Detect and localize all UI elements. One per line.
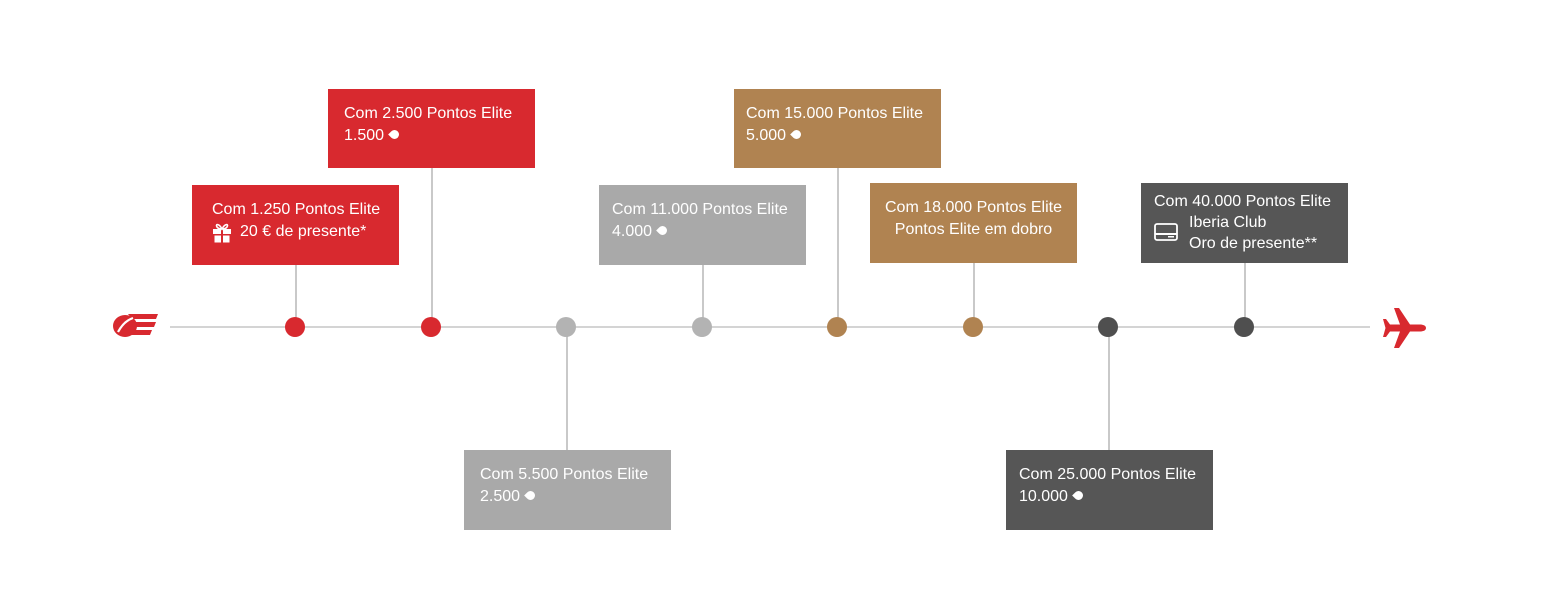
milestone-reward: 4.000 [612,223,653,240]
milestone-title: Com 1.250 Pontos Elite [212,201,381,218]
gift-icon [213,223,231,243]
connector-11000 [702,264,704,327]
milestone-dot-11000 [692,317,712,337]
milestone-dot-2500 [421,317,441,337]
milestone-dot-15000 [827,317,847,337]
timeline-axis [170,326,1370,328]
milestone-title: Com 5.500 Pontos Elite [480,466,649,483]
connector-25000 [1108,327,1110,451]
connector-2500 [431,167,433,327]
airplane-icon [1383,308,1426,348]
milestone-box-18000: Com 18.000 Pontos Elite Pontos Elite em … [870,183,1077,263]
connector-18000 [973,262,975,327]
milestone-reward: 10.000 [1019,488,1068,505]
avios-icon [656,224,669,237]
connector-5500 [566,327,568,451]
milestone-dot-5500 [556,317,576,337]
avios-icon [388,128,401,141]
milestone-box-25000: Com 25.000 Pontos Elite 10.000 [1006,450,1213,530]
milestone-title: Com 2.500 Pontos Elite [344,105,513,122]
milestone-box-11000: Com 11.000 Pontos Elite 4.000 [599,185,806,265]
milestone-dot-40000 [1234,317,1254,337]
milestone-reward: 5.000 [746,127,787,144]
milestone-dot-18000 [963,317,983,337]
connector-15000 [837,167,839,327]
milestone-title: Com 15.000 Pontos Elite [746,105,923,122]
milestone-dot-1250 [285,317,305,337]
milestone-reward: 1.500 [344,127,385,144]
milestone-box-15000: Com 15.000 Pontos Elite 5.000 [734,89,941,168]
milestone-dot-25000 [1098,317,1118,337]
avios-icon [790,128,803,141]
milestone-reward: 2.500 [480,488,521,505]
milestone-title: Com 40.000 Pontos Elite [1154,193,1331,210]
iberia-logo-icon [113,314,158,337]
milestone-box-1250: Com 1.250 Pontos Elite 20 € de presente* [192,185,399,265]
milestone-title: Com 18.000 Pontos Elite [885,199,1062,216]
milestone-reward: Pontos Elite em dobro [894,221,1053,238]
milestone-title: Com 25.000 Pontos Elite [1019,466,1196,483]
milestone-box-40000: Com 40.000 Pontos Elite Iberia Club Oro … [1141,183,1348,263]
milestone-reward-line2: Oro de presente** [1189,235,1318,252]
card-icon [1154,223,1178,241]
milestone-box-2500: Com 2.500 Pontos Elite 1.500 [328,89,535,168]
connector-1250 [295,264,297,327]
milestone-box-5500: Com 5.500 Pontos Elite 2.500 [464,450,671,530]
connector-40000 [1244,262,1246,327]
avios-icon [524,489,537,502]
milestone-reward: Iberia Club [1189,214,1267,231]
milestone-reward: 20 € de presente* [240,223,367,241]
milestone-title: Com 11.000 Pontos Elite [612,201,788,218]
avios-icon [1072,489,1085,502]
